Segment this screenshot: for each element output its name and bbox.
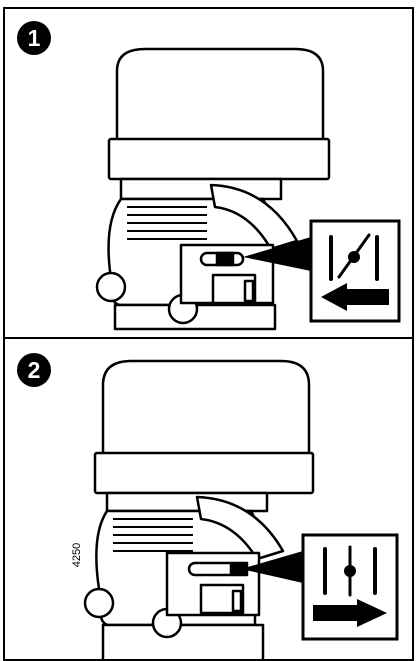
valve-open-lever-icon (329, 233, 379, 281)
arrow-left-icon (321, 283, 389, 311)
step-1-panel: 1 (3, 7, 414, 339)
cooling-fins (113, 518, 193, 552)
step-1-badge: 1 (17, 21, 51, 55)
carburetor-illustration-1 (95, 47, 401, 331)
side-knob (83, 587, 115, 619)
step-2-panel: 2 (3, 339, 414, 661)
callout-pointer (241, 551, 303, 583)
figure-code-label: 4250 (71, 542, 84, 568)
air-cleaner-cover (115, 47, 325, 143)
base-plate (101, 623, 265, 659)
step-2-badge: 2 (17, 353, 51, 387)
air-cleaner-cover (101, 359, 311, 457)
callout-box (309, 219, 401, 323)
side-knob (95, 271, 127, 303)
cooling-fins (127, 206, 207, 240)
air-cleaner-band (107, 137, 331, 181)
callout-pointer (243, 237, 311, 271)
valve-closed-lever-icon (323, 545, 377, 597)
air-cleaner-band (93, 451, 315, 495)
arrow-right-icon (313, 599, 387, 627)
choke-lever (187, 561, 237, 577)
carburetor-illustration-2 (83, 359, 399, 659)
